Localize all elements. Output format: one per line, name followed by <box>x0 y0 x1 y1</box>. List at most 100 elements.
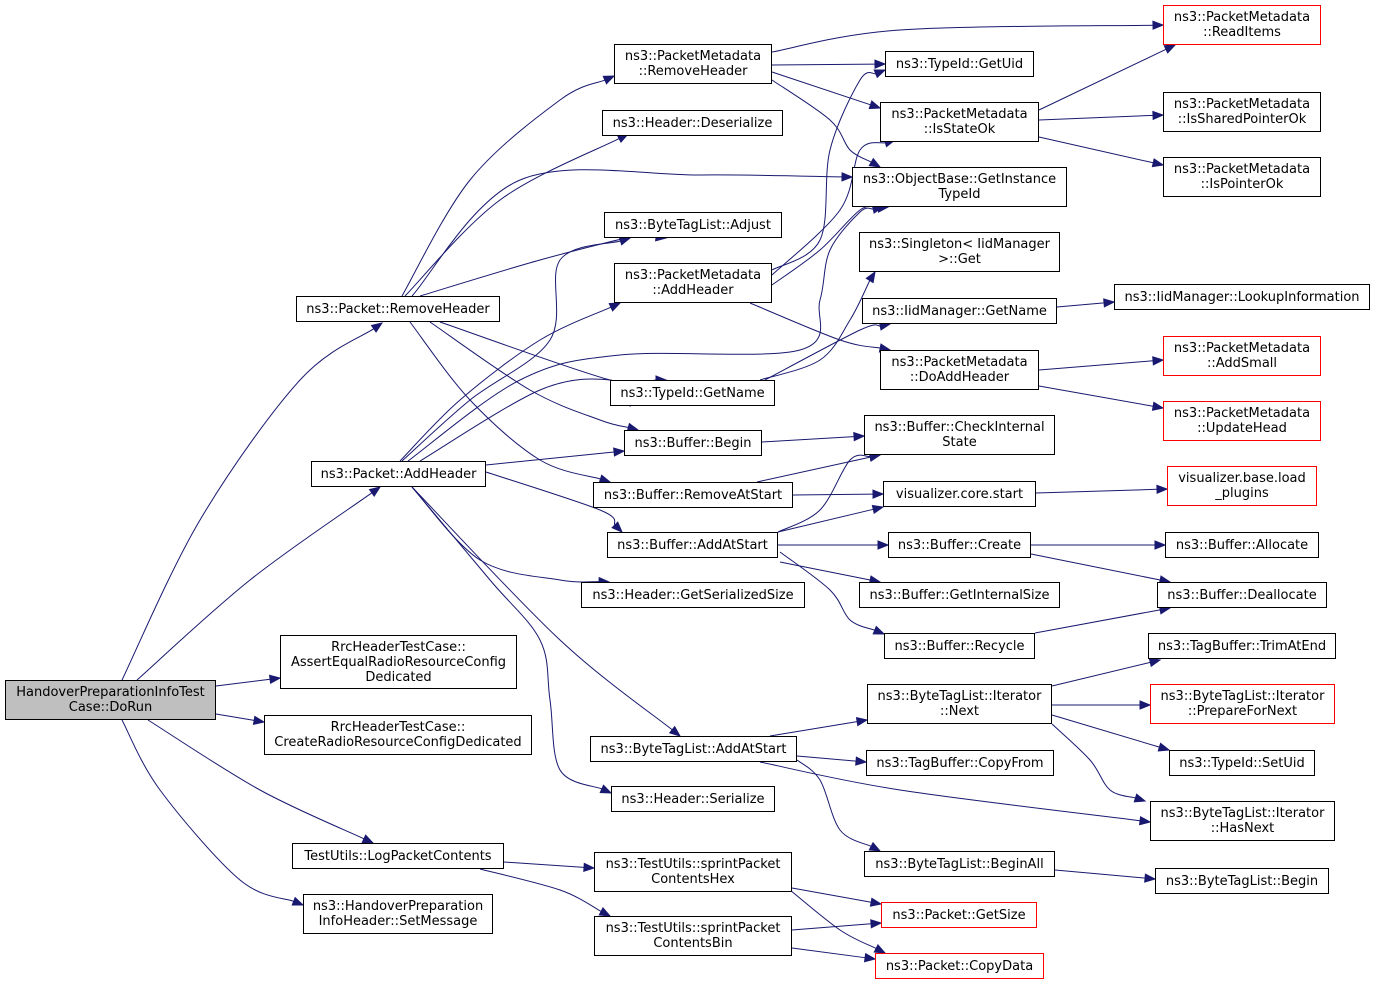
call-edge-41 <box>796 755 857 762</box>
call-edge-arrowhead-62 <box>1157 742 1171 752</box>
node-buffer-addatstart[interactable]: ns3::Buffer::AddAtStart <box>607 532 778 558</box>
node-sprint-packet-contents-hex[interactable]: ns3::TestUtils::sprintPacket ContentsHex <box>594 852 792 892</box>
node-packet-copydata[interactable]: ns3::Packet::CopyData <box>875 953 1044 979</box>
call-edge-21 <box>407 207 874 462</box>
node-pm-issharedpointerok[interactable]: ns3::PacketMetadata ::IsSharedPointerOk <box>1163 92 1321 132</box>
node-buffer-begin[interactable]: ns3::Buffer::Begin <box>624 430 762 456</box>
call-edge-29 <box>749 302 881 349</box>
call-edge-16 <box>485 451 615 466</box>
node-iterator-prepareformext[interactable]: ns3::ByteTagList::Iterator ::PrepareForN… <box>1150 684 1335 724</box>
call-edge-arrowhead-16 <box>613 447 626 457</box>
node-log-packet-contents[interactable]: TestUtils::LogPacketContents <box>292 843 504 869</box>
call-edge-8 <box>411 169 843 297</box>
call-edge-arrowhead-51 <box>1152 110 1165 121</box>
call-edge-arrowhead-54 <box>1152 356 1165 366</box>
call-edge-arrowhead-32 <box>853 431 866 442</box>
node-visualizer-core-start[interactable]: visualizer.core.start <box>883 481 1036 507</box>
node-buffer-removeatstart[interactable]: ns3::Buffer::RemoveAtStart <box>593 482 793 508</box>
node-header-serialize[interactable]: ns3::Header::Serialize <box>611 786 775 812</box>
node-header-deserialize[interactable]: ns3::Header::Deserialize <box>602 110 783 136</box>
node-iidmanager-lookupinformation[interactable]: ns3::IidManager::LookupInformation <box>1114 284 1370 310</box>
call-edge-arrowhead-14 <box>618 236 632 246</box>
node-pm-readitems[interactable]: ns3::PacketMetadata ::ReadItems <box>1163 5 1321 45</box>
call-edge-arrowhead-30 <box>865 270 876 284</box>
node-iterator-hasnext[interactable]: ns3::ByteTagList::Iterator ::HasNext <box>1150 801 1335 841</box>
call-edge-64 <box>1054 869 1146 879</box>
node-packet-addheader[interactable]: ns3::Packet::AddHeader <box>311 461 486 487</box>
node-buffer-allocate[interactable]: ns3::Buffer::Allocate <box>1165 532 1319 558</box>
call-edge-5 <box>121 719 294 902</box>
node-bytetaglist-beginall[interactable]: ns3::ByteTagList::BeginAll <box>864 851 1055 877</box>
call-edge-45 <box>479 868 602 912</box>
node-create-radio-resource-config[interactable]: RrcHeaderTestCase:: CreateRadioResourceC… <box>264 715 532 755</box>
call-edge-3 <box>215 713 255 721</box>
node-tagbuffer-copyfrom[interactable]: ns3::TagBuffer::CopyFrom <box>866 750 1054 776</box>
node-iidmanager-getname[interactable]: ns3::IidManager::GetName <box>862 298 1057 324</box>
node-typeid-setuid[interactable]: ns3::TypeId::SetUid <box>1169 750 1315 776</box>
call-edge-25 <box>771 79 872 163</box>
call-edge-60 <box>1051 661 1151 687</box>
call-edge-14 <box>401 240 621 462</box>
node-packet-removeheader[interactable]: ns3::Packet::RemoveHeader <box>296 296 500 322</box>
node-handover-dorun[interactable]: HandoverPreparationInfoTest Case::DoRun <box>5 680 216 720</box>
node-singleton-iidmanager-get[interactable]: ns3::Singleton< IidManager >::Get <box>859 232 1060 272</box>
node-assert-equal-radio-resource-config[interactable]: RrcHeaderTestCase:: AssertEqualRadioReso… <box>280 635 517 689</box>
call-edge-arrowhead-46 <box>869 897 883 907</box>
node-pm-addheader[interactable]: ns3::PacketMetadata ::AddHeader <box>614 263 772 303</box>
node-pm-isstateok[interactable]: ns3::PacketMetadata ::IsStateOk <box>880 102 1039 142</box>
call-edge-31 <box>764 324 881 381</box>
node-bytetaglist-addatstart[interactable]: ns3::ByteTagList::AddAtStart <box>590 736 797 762</box>
call-edge-arrowhead-6 <box>602 75 616 85</box>
call-edge-10 <box>439 321 657 385</box>
node-iterator-next[interactable]: ns3::ByteTagList::Iterator ::Next <box>867 684 1052 724</box>
node-pm-ispointerok[interactable]: ns3::PacketMetadata ::IsPointerOk <box>1163 157 1321 197</box>
call-edge-arrowhead-2 <box>268 674 282 685</box>
node-tagbuffer-trimatend[interactable]: ns3::TagBuffer::TrimAtEnd <box>1148 633 1336 659</box>
call-edge-55 <box>1038 385 1154 407</box>
call-edge-30 <box>759 276 872 381</box>
call-edge-38 <box>777 508 874 533</box>
node-bytetaglist-begin[interactable]: ns3::ByteTagList::Begin <box>1155 868 1329 894</box>
node-packet-getsize[interactable]: ns3::Packet::GetSize <box>881 902 1037 928</box>
node-buffer-getinternalsize[interactable]: ns3::Buffer::GetInternalSize <box>859 582 1060 608</box>
call-edge-arrowhead-60 <box>1148 657 1162 668</box>
call-edge-48 <box>791 923 872 931</box>
call-edge-15 <box>419 378 625 462</box>
call-edge-arrowhead-44 <box>583 862 596 873</box>
call-edge-arrowhead-49 <box>863 952 877 963</box>
node-header-getserializedsize[interactable]: ns3::Header::GetSerializedSize <box>581 582 805 608</box>
node-pm-doaddheader[interactable]: ns3::PacketMetadata ::DoAddHeader <box>880 350 1039 390</box>
call-edge-40 <box>769 721 858 737</box>
node-typeid-getuid[interactable]: ns3::TypeId::GetUid <box>885 51 1034 77</box>
call-edge-39 <box>777 454 871 533</box>
call-edge-52 <box>1038 136 1154 164</box>
node-bytetaglist-adjust[interactable]: ns3::ByteTagList::Adjust <box>604 212 782 238</box>
call-edge-58 <box>1030 553 1161 581</box>
call-edge-arrowhead-19 <box>668 725 682 737</box>
call-edge-13 <box>399 306 612 462</box>
node-pm-addsmall[interactable]: ns3::PacketMetadata ::AddSmall <box>1163 336 1321 376</box>
node-visualizer-base-load-plugins[interactable]: visualizer.base.load _plugins <box>1167 466 1317 506</box>
call-edge-49 <box>791 947 866 959</box>
call-edge-53 <box>1056 302 1105 308</box>
call-edge-42 <box>796 759 872 847</box>
node-sprint-packet-contents-bin[interactable]: ns3::TestUtils::sprintPacket ContentsBin <box>594 916 792 956</box>
call-edge-6 <box>401 79 606 297</box>
call-edge-34 <box>792 493 874 496</box>
node-pm-updatehead[interactable]: ns3::PacketMetadata ::UpdateHead <box>1163 401 1321 441</box>
node-objectbase-getinstancetypeid[interactable]: ns3::ObjectBase::GetInstance TypeId <box>852 167 1067 207</box>
node-set-message[interactable]: ns3::HandoverPreparation InfoHeader::Set… <box>303 894 493 934</box>
node-buffer-checkinternalstate[interactable]: ns3::Buffer::CheckInternal State <box>864 415 1055 455</box>
node-typeid-getname[interactable]: ns3::TypeId::GetName <box>610 380 775 406</box>
call-edge-63 <box>1051 723 1136 799</box>
call-edge-arrowhead-3 <box>252 715 266 725</box>
call-edge-arrowhead-23 <box>874 59 887 69</box>
node-buffer-deallocate[interactable]: ns3::Buffer::Deallocate <box>1157 582 1327 608</box>
call-edge-54 <box>1038 360 1154 371</box>
node-pm-removeheader[interactable]: ns3::PacketMetadata ::RemoveHeader <box>614 44 772 84</box>
call-edge-arrowhead-61 <box>1139 700 1152 710</box>
call-edge-arrowhead-37 <box>872 625 886 635</box>
node-buffer-create[interactable]: ns3::Buffer::Create <box>888 532 1031 558</box>
node-buffer-recycle[interactable]: ns3::Buffer::Recycle <box>884 633 1035 659</box>
call-edge-arrowhead-38 <box>871 504 885 515</box>
